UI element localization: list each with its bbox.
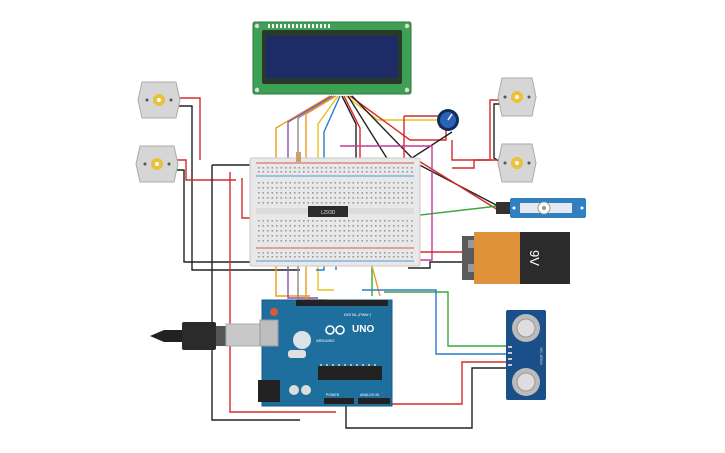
- dc-motor-top-left[interactable]: [137, 81, 181, 119]
- wire-black: [493, 103, 501, 163]
- wire-red: [178, 97, 201, 160]
- wire-red: [451, 99, 500, 161]
- sonar-label: HC-SR04: [539, 347, 544, 365]
- arduino-analog-label: ANALOG IN: [360, 393, 380, 397]
- hc-sr04-sensor[interactable]: HC-SR04: [506, 310, 546, 400]
- wire-black: [408, 261, 470, 269]
- wire-black: [341, 95, 357, 170]
- wire-black: [345, 367, 508, 429]
- breadboard-holes: [258, 167, 413, 258]
- wire-yellow: [345, 95, 440, 121]
- wire-red: [413, 157, 499, 211]
- wire-red: [452, 159, 500, 169]
- usb-cable[interactable]: [150, 322, 273, 350]
- l293d-driver-chip[interactable]: L293D: [308, 206, 348, 217]
- battery-label: 9V: [527, 250, 542, 266]
- arduino-chip-pins: [320, 364, 376, 366]
- lcd-pins: [268, 24, 330, 28]
- resistor[interactable]: [296, 152, 301, 162]
- wire-black: [176, 169, 250, 263]
- wire-blue: [362, 289, 508, 355]
- wire-red: [229, 172, 336, 413]
- dc-motor-bottom-right[interactable]: [497, 143, 537, 183]
- chip-label: L293D: [321, 210, 336, 216]
- wire-green: [384, 291, 508, 347]
- wire-red: [349, 95, 447, 141]
- wire-red: [176, 159, 236, 181]
- dc-motor-top-right[interactable]: [497, 77, 537, 117]
- wire-black: [178, 105, 300, 271]
- arduino-power-label: POWER: [326, 393, 340, 397]
- arduino-logo-uno: UNO: [352, 324, 374, 335]
- infinity-logo: [325, 325, 345, 335]
- dc-motor-bottom-left[interactable]: [135, 145, 179, 183]
- wire-black: [211, 164, 300, 421]
- battery-9v[interactable]: 9V: [462, 232, 570, 284]
- micro-servo[interactable]: [496, 198, 586, 218]
- lcd-16x2-display[interactable]: [252, 21, 412, 95]
- arduino-uno-board[interactable]: UNO ARDUINO DIGITAL (PWM~) POWER ANALOG …: [258, 299, 393, 407]
- arduino-brand: ARDUINO: [316, 338, 334, 343]
- arduino-digital-label: DIGITAL (PWM~): [344, 313, 371, 317]
- wire-red: [336, 361, 508, 405]
- potentiometer-icon[interactable]: [437, 109, 459, 131]
- wire-red: [343, 95, 361, 160]
